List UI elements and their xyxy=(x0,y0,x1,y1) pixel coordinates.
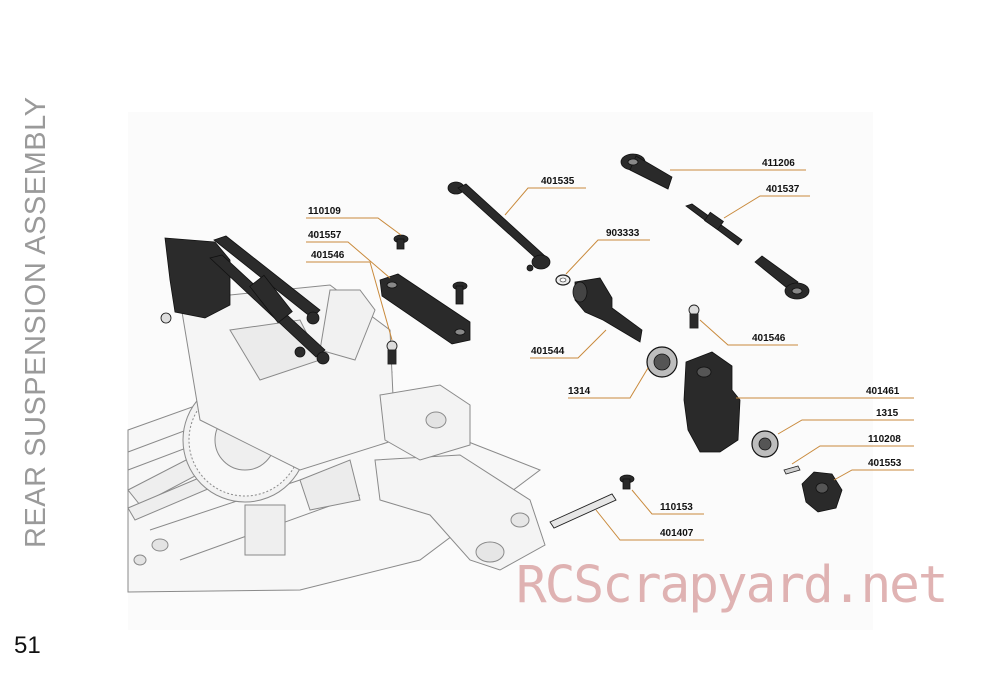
chassis-drawing xyxy=(127,284,546,593)
part-label: 401537 xyxy=(766,184,800,195)
drive-shaft xyxy=(447,181,551,272)
screw-110153 xyxy=(619,474,635,490)
chassis-dark-parts xyxy=(160,235,330,365)
part-label: 401546 xyxy=(311,250,345,261)
part-label: 110109 xyxy=(308,206,341,217)
part-label: 411206 xyxy=(762,158,795,169)
part-label: 1315 xyxy=(876,408,899,419)
part-label: 1314 xyxy=(568,386,591,397)
part-label: 401553 xyxy=(868,458,902,469)
part-label: 401461 xyxy=(866,386,900,397)
part-label: 110153 xyxy=(660,502,693,513)
washer xyxy=(555,274,571,286)
page-number: 51 xyxy=(14,632,41,659)
hinge-pin xyxy=(549,493,617,529)
outdrive xyxy=(572,277,643,343)
bearing-1314 xyxy=(646,346,678,378)
part-labels: 411206 401537 401535 110109 903333 40155… xyxy=(308,158,902,539)
bracket xyxy=(379,273,471,345)
part-label: 401546 xyxy=(752,333,786,344)
hub-carrier xyxy=(683,351,741,453)
part-label: 401557 xyxy=(308,230,342,241)
screws xyxy=(393,234,468,305)
hex-hub xyxy=(801,471,843,513)
rod-end-bottom xyxy=(754,255,810,300)
turnbuckle xyxy=(685,203,743,246)
part-label: 903333 xyxy=(606,228,640,239)
leader-lines xyxy=(306,169,914,541)
rod-end-top xyxy=(620,153,673,190)
bearing-1315 xyxy=(751,430,779,458)
part-label: 110208 xyxy=(868,434,901,445)
part-label: 401544 xyxy=(531,346,565,357)
pin xyxy=(783,465,801,475)
part-label: 401407 xyxy=(660,528,694,539)
watermark: RCScrapyard.net xyxy=(516,556,949,615)
ball-studs xyxy=(386,304,700,365)
part-label: 401535 xyxy=(541,176,575,187)
